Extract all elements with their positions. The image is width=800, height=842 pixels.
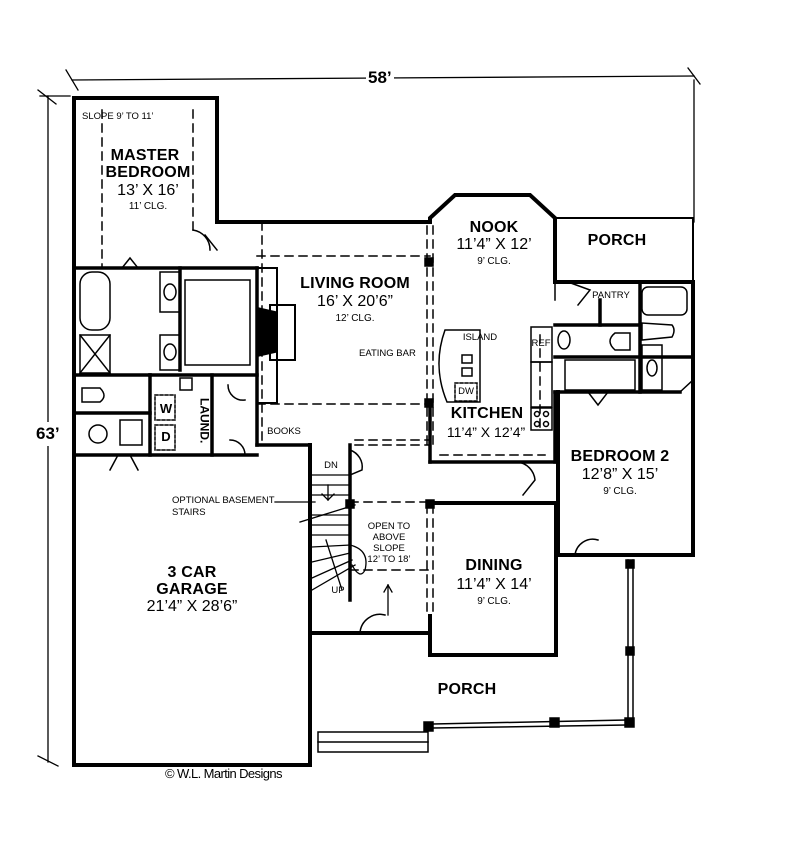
- basement-stairs-label-2: STAIRS: [172, 507, 206, 518]
- copyright-credit: © W.L. Martin Designs: [165, 766, 283, 781]
- master-bedroom-ceiling: 11’ CLG.: [128, 201, 168, 212]
- garage-name-1: 3 CAR: [167, 564, 217, 581]
- garage-name-2: GARAGE: [156, 581, 228, 598]
- basement-stairs-label-1: OPTIONAL BASEMENT: [172, 495, 275, 506]
- porch-railing: [317, 559, 634, 753]
- open-above-label-1: OPEN TO: [367, 521, 411, 532]
- kitchen-size: 11’4” X 12’4”: [446, 424, 526, 440]
- fireplace: [256, 267, 296, 404]
- nook-name: NOOK: [469, 219, 519, 236]
- rear-porch-name: PORCH: [587, 232, 647, 249]
- kitchen-fixtures: [438, 281, 592, 431]
- master-slope-note: SLOPE 9’ TO 11’: [82, 111, 154, 122]
- dining-ceiling: 9’ CLG.: [477, 596, 511, 607]
- living-room-size: 16’ X 20’6”: [317, 293, 393, 310]
- master-bedroom-name-2: BEDROOM: [105, 164, 191, 181]
- kitchen-name: KITCHEN: [450, 405, 524, 422]
- dining-name: DINING: [465, 557, 523, 574]
- bedroom-2-ceiling: 9’ CLG.: [603, 486, 637, 497]
- stairs-down-label: DN: [324, 460, 338, 471]
- laundry-label: LAUND.: [197, 398, 212, 444]
- master-bedroom-size: 13’ X 16’: [117, 182, 179, 199]
- bath-2-fixtures: [557, 286, 688, 391]
- stairs: [274, 474, 393, 616]
- open-above-label-4: 12’ TO 18’: [367, 554, 411, 565]
- master-bath-fixtures: [78, 271, 251, 451]
- garage-size: 21’4” X 28’6”: [146, 598, 238, 615]
- overall-width-label: 58’: [366, 68, 394, 88]
- master-bedroom-name-1: MASTER: [110, 147, 180, 164]
- island-label: ISLAND: [462, 332, 498, 343]
- open-above-label-2: ABOVE: [372, 532, 406, 543]
- eating-bar-label: EATING BAR: [359, 348, 416, 359]
- pantry-label: PANTRY: [592, 290, 630, 301]
- front-porch-name: PORCH: [437, 681, 497, 698]
- interior-walls: [72, 266, 695, 602]
- rear-porch-outline: [554, 217, 694, 283]
- dining-size: 11’4” X 14’: [456, 576, 532, 593]
- open-above-label-3: SLOPE: [373, 543, 405, 554]
- nook-size: 11’4” X 12’: [456, 236, 532, 253]
- ceiling-dashes: [101, 109, 546, 616]
- nook-ceiling: 9’ CLG.: [477, 256, 511, 267]
- doors: [108, 229, 695, 634]
- ref-label: REF: [531, 338, 551, 349]
- washer-label: W: [159, 401, 173, 416]
- dw-label: DW: [458, 386, 474, 397]
- posts: [345, 257, 635, 732]
- books-label: BOOKS: [267, 426, 301, 437]
- dryer-label: D: [161, 429, 171, 444]
- exterior-walls: [72, 96, 695, 767]
- overall-depth-label: 63’: [36, 422, 60, 446]
- stairs-up-label: UP: [331, 585, 345, 596]
- bedroom-2-size: 12’8” X 15’: [581, 466, 659, 483]
- bedroom-2-name: BEDROOM 2: [570, 448, 670, 465]
- living-room-name: LIVING ROOM: [300, 275, 410, 292]
- living-room-ceiling: 12’ CLG.: [335, 313, 375, 324]
